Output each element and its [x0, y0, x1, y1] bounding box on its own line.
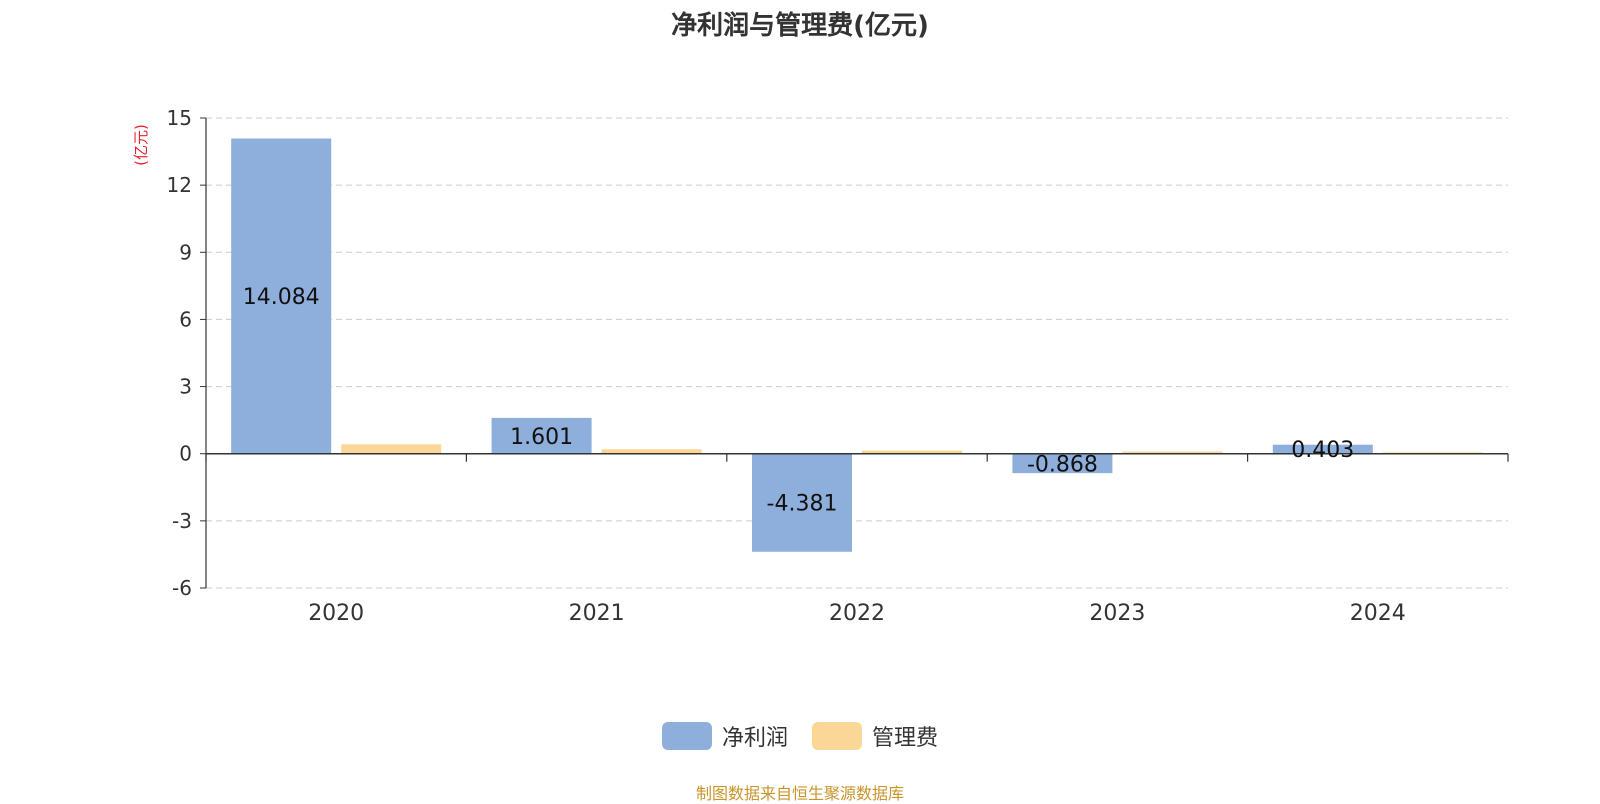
bars	[231, 138, 1483, 552]
y-tick-label: 3	[179, 375, 192, 399]
bar-admin-fee-2022	[862, 450, 962, 454]
bar-net-profit-2024	[1272, 444, 1373, 454]
grid-lines	[206, 117, 1508, 589]
chart-title: 净利润与管理费(亿元)	[671, 11, 929, 41]
data-label: -4.381	[767, 492, 838, 517]
bar-net-profit-2023	[1012, 453, 1113, 474]
x-tick-label: 2023	[1089, 601, 1145, 626]
y-tick-label: 0	[179, 442, 192, 466]
x-tick-label: 2022	[829, 601, 885, 626]
legend-label: 净利润	[722, 726, 788, 751]
y-tick-label: -3	[172, 509, 192, 533]
bar-admin-fee-2021	[601, 449, 702, 454]
data-label: -0.868	[1027, 452, 1098, 477]
legend-swatch	[812, 722, 862, 750]
y-tick-label: 9	[179, 240, 192, 264]
x-tick-label: 2020	[308, 601, 364, 626]
legend-label: 管理费	[872, 726, 938, 751]
source-note: 制图数据来自恒生聚源数据库	[695, 784, 904, 803]
y-tick-label: 6	[179, 307, 192, 331]
legend-swatch	[662, 722, 712, 750]
bar-admin-fee-2020	[341, 444, 442, 454]
data-label: 14.084	[243, 285, 320, 310]
y-tick-label: 15	[167, 106, 192, 130]
bar-net-profit-2022	[752, 453, 852, 552]
bar-admin-fee-2023	[1122, 451, 1223, 454]
data-labels: 14.084 1.601 -4.381 -0.868 0.403	[243, 285, 1355, 517]
data-label: 1.601	[510, 425, 573, 450]
y-tick-label: 12	[167, 173, 192, 197]
y-tick-label: -6	[172, 576, 192, 600]
axes: -6 -3 0 3 6 9 12 15 2020 2021 2022 2023 2024	[167, 106, 1509, 626]
bar-net-profit-2020	[231, 138, 332, 454]
legend: 净利润 管理费	[662, 722, 938, 751]
y-axis-unit-label: (亿元)	[132, 124, 150, 166]
bar-net-profit-2021	[491, 417, 592, 454]
x-tick-label: 2024	[1350, 601, 1406, 626]
x-tick-label: 2021	[569, 601, 625, 626]
data-label: 0.403	[1291, 438, 1354, 463]
